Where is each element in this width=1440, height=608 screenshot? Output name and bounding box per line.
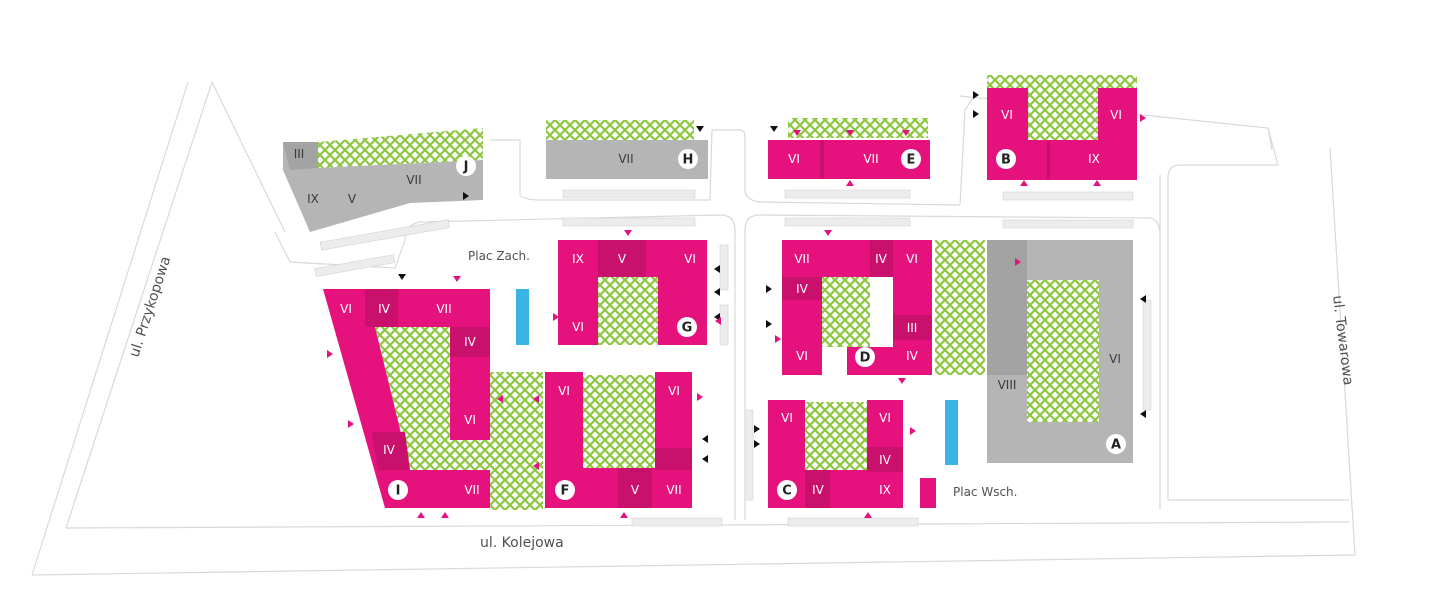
legend-marker-new-building <box>920 478 936 508</box>
floor-label: VII <box>406 173 421 187</box>
green-area-d <box>822 277 870 347</box>
green-area-b <box>1028 88 1098 140</box>
svg-text:B: B <box>1001 153 1011 168</box>
green-area-e <box>788 118 928 138</box>
green-area-f <box>583 375 655 468</box>
floor-label: VI <box>668 384 680 398</box>
street-label-towarowa: ul. Towarowa <box>1329 295 1356 387</box>
water-feature-west <box>516 289 529 345</box>
floor-label: VI <box>1110 108 1122 122</box>
building-b <box>987 88 1137 180</box>
building-badge-f[interactable]: F <box>555 480 575 500</box>
building-badge-h[interactable]: H <box>678 149 698 169</box>
floor-label: VIII <box>998 378 1017 392</box>
floor-label: IX <box>572 252 584 266</box>
floor-label: IV <box>378 302 391 316</box>
floor-label: VI <box>879 411 891 425</box>
svg-text:F: F <box>561 484 570 499</box>
building-g <box>558 240 707 345</box>
floor-label: IX <box>1088 152 1100 166</box>
floor-label: VI <box>796 349 808 363</box>
green-area-a <box>1027 280 1099 422</box>
building-badge-b[interactable]: B <box>996 149 1016 169</box>
existing-buildings <box>283 140 1133 463</box>
floor-label: VII <box>794 252 809 266</box>
floor-label: VI <box>906 252 918 266</box>
floor-label: IV <box>383 443 396 457</box>
square-label-east: Plac Wsch. <box>953 485 1017 499</box>
floor-label: VI <box>788 152 800 166</box>
building-badge-c[interactable]: C <box>777 480 797 500</box>
floor-label: IX <box>307 192 319 206</box>
road-outlines <box>31 81 1356 576</box>
floor-label: V <box>618 252 627 266</box>
floor-label: VII <box>464 483 479 497</box>
floor-label: V <box>631 483 640 497</box>
floor-label: VI <box>684 252 696 266</box>
building-badge-a[interactable]: A <box>1106 434 1126 454</box>
floor-label: IV <box>879 453 892 467</box>
floor-label: VI <box>558 384 570 398</box>
floor-label: VI <box>340 302 352 316</box>
svg-text:A: A <box>1111 438 1121 453</box>
svg-text:J: J <box>463 160 469 175</box>
building-f <box>545 372 692 508</box>
building-i <box>323 289 490 508</box>
svg-text:I: I <box>396 484 401 499</box>
green-area-i-east <box>490 372 543 510</box>
building-badge-e[interactable]: E <box>901 149 921 169</box>
floor-label: VI <box>572 320 584 334</box>
building-badge-i[interactable]: I <box>388 480 408 500</box>
building-badge-d[interactable]: D <box>855 347 875 367</box>
floor-label: IV <box>875 252 888 266</box>
floor-label: VI <box>464 413 476 427</box>
green-area-b-top <box>987 75 1137 90</box>
svg-text:H: H <box>683 153 694 168</box>
building-badge-j[interactable]: J <box>456 156 476 176</box>
floor-label: IV <box>812 483 825 497</box>
floor-label: IV <box>796 282 809 296</box>
new-buildings <box>323 88 1137 508</box>
green-areas <box>318 75 1137 510</box>
building-d <box>782 240 932 375</box>
floor-label: VI <box>1109 352 1121 366</box>
parking-lots <box>314 189 1152 527</box>
building-c <box>768 400 903 508</box>
svg-text:G: G <box>682 321 693 336</box>
floor-label: V <box>348 192 357 206</box>
floor-label: VII <box>436 302 451 316</box>
water-feature-east <box>945 400 958 465</box>
svg-text:C: C <box>782 484 792 499</box>
building-badge-g[interactable]: G <box>677 317 697 337</box>
floor-label: VI <box>1001 108 1013 122</box>
floor-label: VII <box>863 152 878 166</box>
square-label-west: Plac Zach. <box>468 249 530 263</box>
green-area-d-east <box>935 240 985 375</box>
green-area-g <box>598 277 658 345</box>
entrance-arrows <box>327 91 1146 518</box>
floor-labels: III IX V VII VII VI VII VI VI IX IX V VI… <box>294 108 1122 497</box>
floor-label: III <box>294 147 305 161</box>
floor-label: VII <box>666 483 681 497</box>
green-area-c <box>805 402 867 470</box>
green-area-h <box>546 120 694 140</box>
building-j <box>283 142 483 232</box>
water-features <box>516 289 958 465</box>
green-area-j <box>318 128 483 168</box>
floor-label: III <box>907 321 918 335</box>
svg-text:E: E <box>907 153 916 168</box>
svg-text:D: D <box>860 351 871 366</box>
floor-label: IX <box>879 483 891 497</box>
floor-label: IV <box>464 335 477 349</box>
floor-label: VI <box>781 411 793 425</box>
floor-label: IV <box>906 349 919 363</box>
building-badges: J H E B G D A C F I <box>388 149 1126 500</box>
street-label-kolejowa: ul. Kolejowa <box>480 535 564 551</box>
floor-label: VII <box>618 152 633 166</box>
